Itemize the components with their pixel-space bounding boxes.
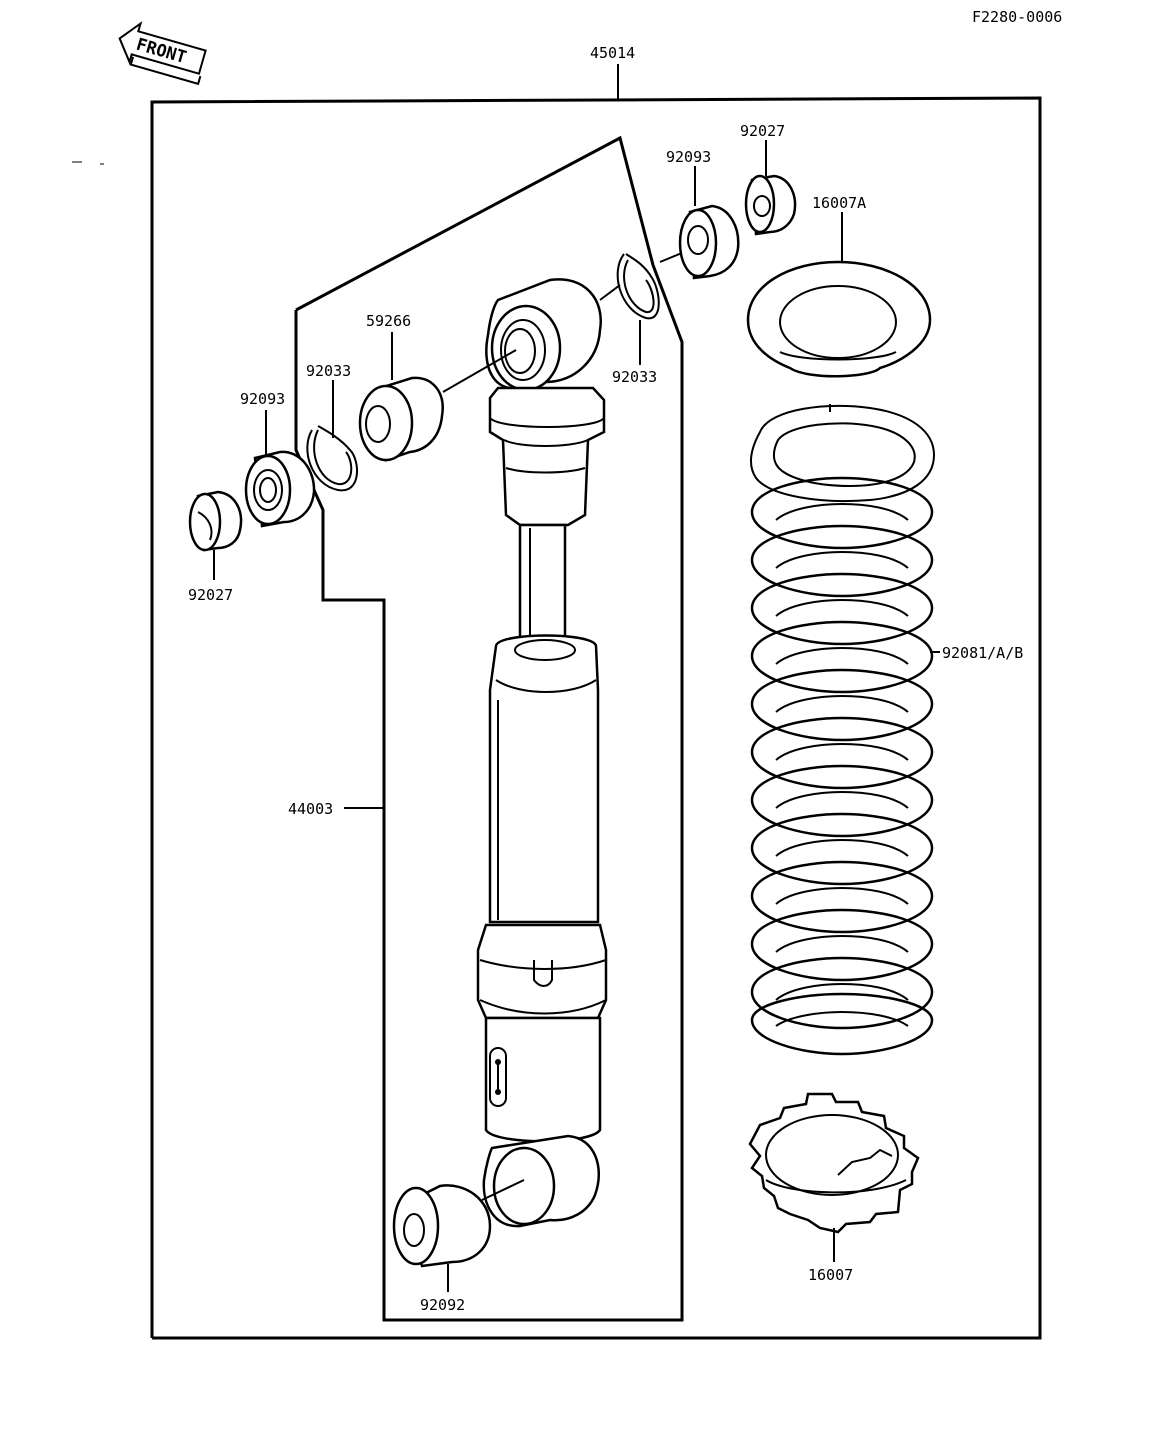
front-arrow-icon: FRONT bbox=[118, 21, 207, 86]
bearing-right-92093 bbox=[678, 204, 740, 280]
label-92027-left: 92027 bbox=[188, 586, 233, 604]
circlip-left-92033 bbox=[306, 425, 359, 492]
label-92033-left: 92033 bbox=[306, 362, 351, 380]
circlip-right-92033 bbox=[599, 247, 695, 365]
adjuster-nut-16007 bbox=[748, 1092, 920, 1234]
label-92092: 92092 bbox=[420, 1296, 465, 1314]
shock-piston-rod bbox=[518, 523, 567, 652]
label-59266: 59266 bbox=[366, 312, 411, 330]
label-16007: 16007 bbox=[808, 1266, 853, 1284]
cap-right-92027 bbox=[744, 174, 797, 236]
label-92081: 92081/A/B bbox=[942, 644, 1023, 662]
shock-lower-collar bbox=[476, 923, 608, 1020]
label-44003: 44003 bbox=[288, 800, 333, 818]
cap-left-92027 bbox=[188, 490, 243, 552]
drawing-id: F2280-0006 bbox=[972, 8, 1062, 26]
shock-lower-eye bbox=[482, 1134, 600, 1228]
shock-lower-body bbox=[484, 1016, 602, 1143]
bushing-upper-59266 bbox=[358, 349, 517, 462]
label-45014: 45014 bbox=[590, 44, 635, 62]
label-92093-left: 92093 bbox=[240, 390, 285, 408]
bushing-lower-92092 bbox=[392, 1179, 525, 1268]
shock-upper-eye bbox=[485, 278, 603, 392]
label-16007A: 16007A bbox=[812, 194, 866, 212]
shock-cylinder bbox=[488, 634, 600, 924]
bearing-left-92093 bbox=[244, 450, 316, 528]
coil-spring-92081 bbox=[750, 404, 936, 1056]
spring-seat-16007A bbox=[746, 260, 932, 378]
label-92033-right: 92033 bbox=[612, 368, 657, 386]
shock-upper-collar bbox=[488, 386, 606, 527]
assembly-bracket bbox=[150, 64, 1042, 1340]
label-92093-right: 92093 bbox=[666, 148, 711, 166]
label-92027-right: 92027 bbox=[740, 122, 785, 140]
